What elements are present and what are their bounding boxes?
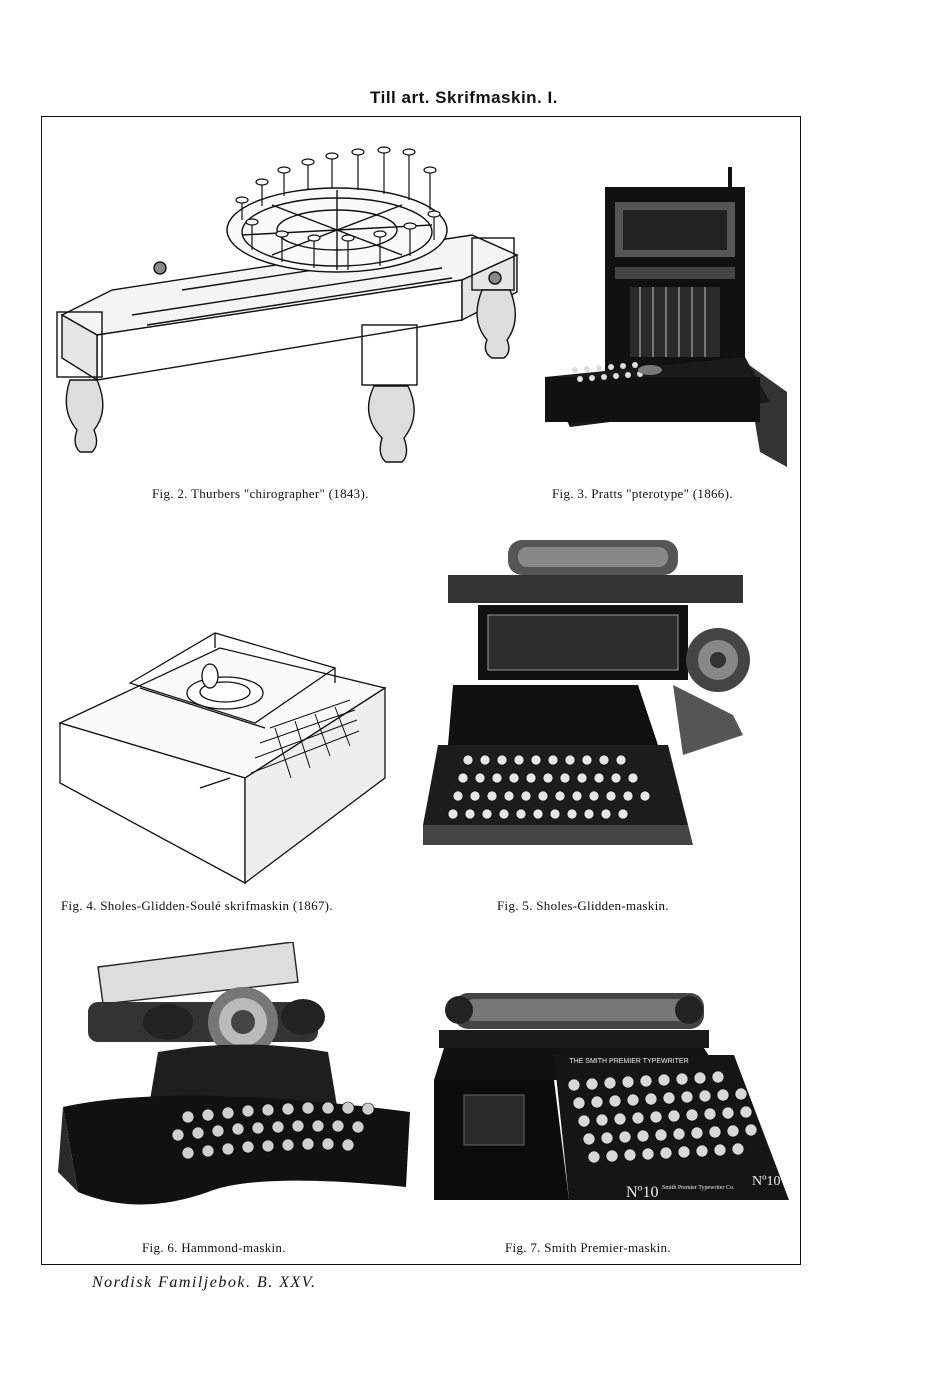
fig7-number-left: Nº10: [626, 1184, 659, 1201]
page-title: Till art. Skrifmaskin. I.: [370, 88, 558, 107]
page-footer: Nordisk Familjebok. B. XXV.: [92, 1274, 317, 1291]
figure-7-caption: Fig. 7. Smith Premier-maskin.: [505, 1240, 671, 1255]
figure-6-hammond-illustration: [58, 942, 410, 1226]
figure-4-caption: Fig. 4. Sholes-Glidden-Soulé skrifmaskin…: [61, 898, 333, 913]
figure-6-caption: Fig. 6. Hammond-maskin.: [142, 1240, 286, 1255]
figure-3-pterotype-illustration: [545, 162, 787, 467]
fig7-number-right: Nº10: [752, 1174, 780, 1189]
figure-5-caption: Fig. 5. Sholes-Glidden-maskin.: [497, 898, 669, 913]
fig7-nameplate-text: THE SMITH PREMIER TYPEWRITER: [569, 1058, 688, 1065]
figure-7-smith-premier-illustration: THE SMITH PREMIER TYPEWRITER Nº10 Smith …: [434, 985, 789, 1217]
fig7-brand-text: Smith Premier Typewriter Co.: [662, 1185, 735, 1191]
figure-2-caption: Fig. 2. Thurbers "chirographer" (1843).: [152, 486, 369, 501]
figure-5-sholes-glidden-illustration: [423, 535, 753, 865]
figure-4-sholes-glidden-soule-illustration: [55, 628, 390, 886]
figure-3-caption: Fig. 3. Pratts "pterotype" (1866).: [552, 486, 733, 501]
figure-2-chirographer-illustration: [52, 140, 522, 470]
figure-plate: [41, 116, 801, 1265]
